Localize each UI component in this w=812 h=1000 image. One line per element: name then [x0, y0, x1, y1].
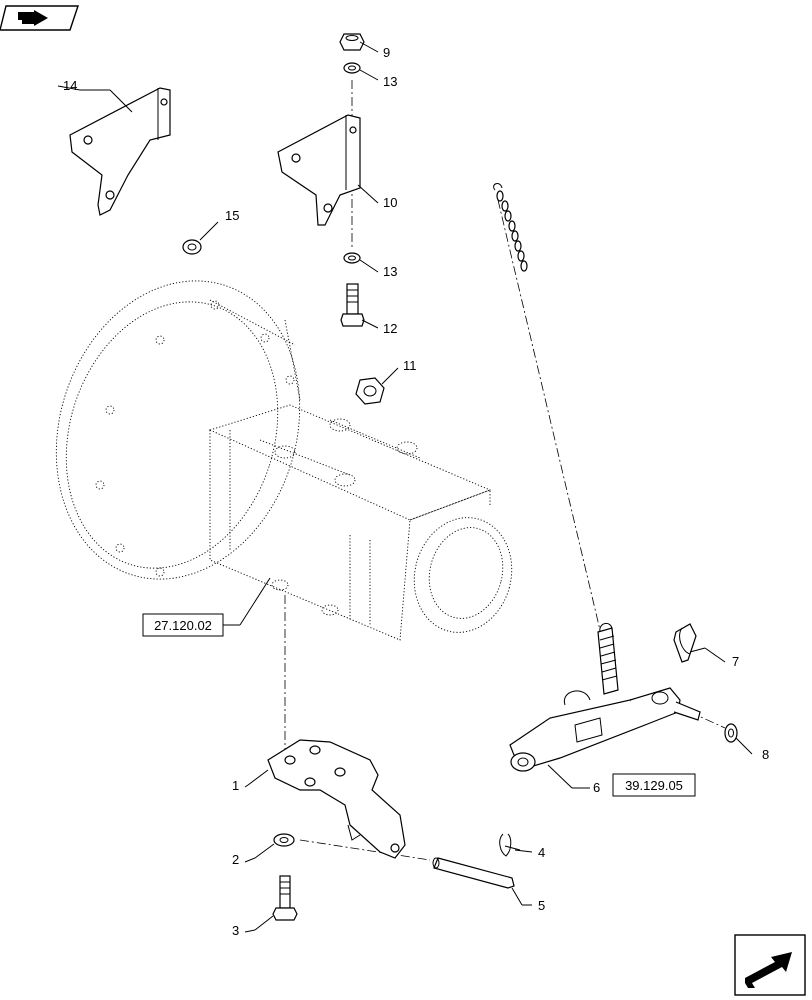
part-11-nut[interactable] — [355, 367, 399, 405]
part-1-bracket[interactable] — [247, 739, 406, 859]
part-7-lynch-pin[interactable] — [673, 623, 726, 663]
next-arrow-icon[interactable] — [734, 934, 806, 996]
callout-14: 14 — [63, 78, 77, 93]
callout-9: 9 — [383, 45, 390, 60]
part-2-washer[interactable] — [254, 833, 295, 859]
part-8-washer[interactable] — [724, 723, 753, 755]
part-4-clip[interactable] — [499, 833, 533, 857]
part-13-washer-upper[interactable] — [343, 62, 379, 81]
callout-15: 15 — [225, 208, 239, 223]
callout-7: 7 — [732, 654, 739, 669]
assembly-centerlines — [284, 80, 726, 861]
callout-13a: 13 — [383, 74, 397, 89]
part-12-bolt[interactable] — [340, 283, 379, 329]
callout-11: 11 — [403, 358, 417, 373]
reference-label-27-120-02: 27.120.02 — [154, 618, 212, 633]
part-13-washer-lower[interactable] — [343, 252, 379, 273]
part-15-washer[interactable] — [182, 221, 219, 255]
reference-box-27-120-02[interactable]: 27.120.02 — [142, 577, 271, 637]
callout-12: 12 — [383, 321, 397, 336]
callout-10: 10 — [383, 195, 397, 210]
part-6-stabilizer[interactable] — [509, 623, 701, 789]
leader-lines — [57, 85, 256, 933]
part-5-pin[interactable] — [432, 857, 532, 906]
part-10-bracket[interactable] — [277, 114, 379, 226]
callout-5: 5 — [538, 898, 545, 913]
callout-3: 3 — [232, 923, 239, 938]
reference-label-39-129-05: 39.129.05 — [625, 778, 683, 793]
callout-2: 2 — [232, 852, 239, 867]
callout-6: 6 — [593, 780, 600, 795]
callout-8: 8 — [762, 747, 769, 762]
reference-box-39-129-05[interactable]: 39.129.05 — [612, 773, 696, 797]
part-14-bracket[interactable] — [69, 87, 171, 216]
callout-labels: 9 13 14 10 15 13 12 11 7 8 1 6 4 2 5 3 — [63, 45, 769, 938]
part-3-bolt[interactable] — [254, 875, 298, 931]
back-arrow-icon[interactable] — [0, 5, 79, 31]
check-chain[interactable] — [493, 183, 528, 272]
callout-13b: 13 — [383, 264, 397, 279]
callout-4: 4 — [538, 845, 545, 860]
callout-1: 1 — [232, 778, 239, 793]
part-9-nut[interactable] — [339, 33, 379, 53]
axle-housing-reference — [55, 280, 513, 641]
